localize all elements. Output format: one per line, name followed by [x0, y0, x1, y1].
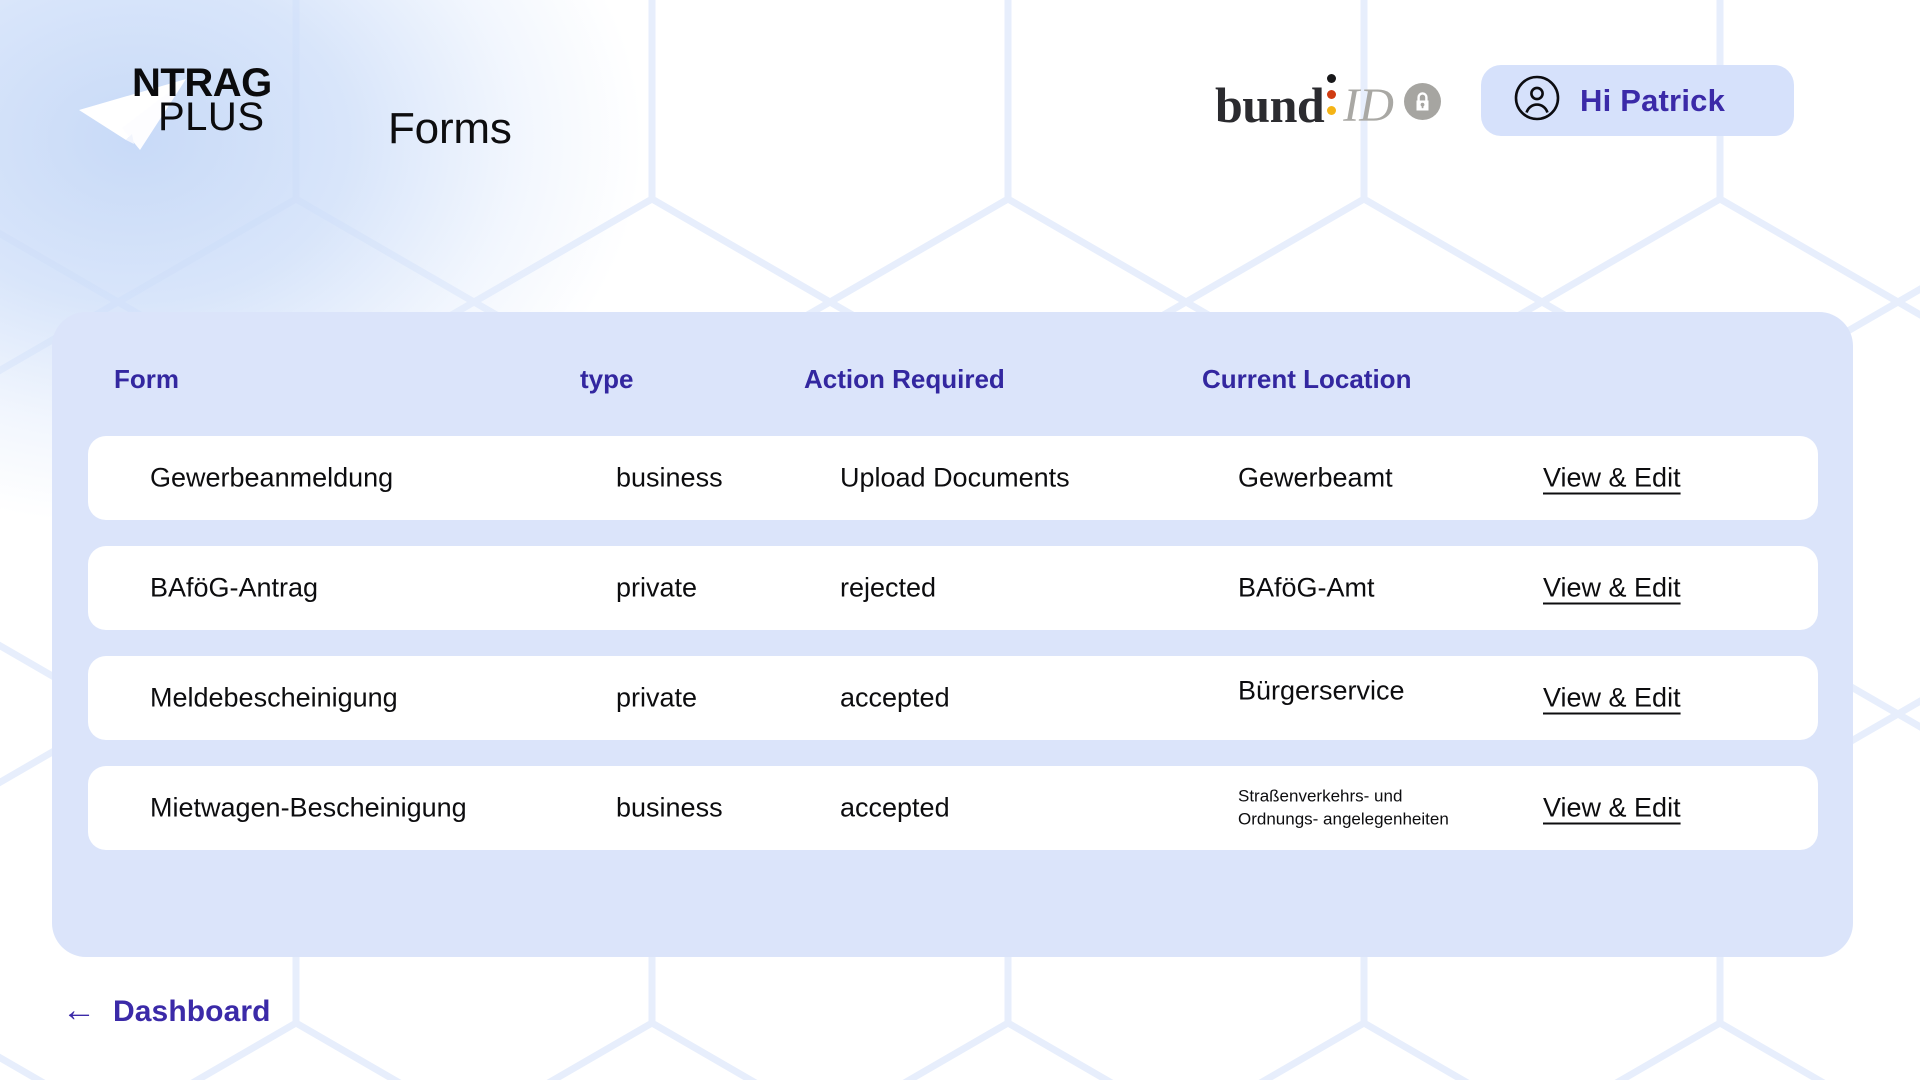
column-header-action-required: Action Required [804, 363, 1005, 394]
cell-action-required: accepted [840, 682, 950, 713]
user-greeting-button[interactable]: Hi Patrick [1481, 65, 1794, 136]
forms-table-card: Form type Action Required Current Locati… [52, 312, 1853, 957]
cell-type: business [616, 792, 723, 823]
cell-current-location: Gewerbeamt [1238, 462, 1393, 493]
brand-name-line2: PLUS [158, 95, 265, 139]
view-and-edit-link[interactable]: View & Edit [1543, 572, 1681, 603]
cell-form: Gewerbeanmeldung [150, 462, 394, 493]
cell-action-required: accepted [840, 792, 950, 823]
page-title: Forms [388, 104, 512, 153]
cell-current-location: Straßenverkehrs- und Ordnungs- angelegen… [1238, 786, 1449, 828]
bundid-word: bund [1215, 77, 1325, 133]
table-body: Gewerbeanmeldung business Upload Documen… [88, 436, 1818, 876]
cell-form: Meldebescheinigung [150, 682, 398, 713]
page-header: NTRAG PLUS Forms bund ID [0, 0, 1920, 200]
table-row: Mietwagen-Bescheinigung business accepte… [88, 766, 1818, 850]
lock-icon [1403, 83, 1441, 125]
table-row: BAföG-Antrag private rejected BAföG-Amt … [88, 546, 1818, 630]
view-and-edit-link[interactable]: View & Edit [1543, 792, 1681, 823]
cell-current-location: Bürgerservice [1238, 675, 1405, 706]
bundid-flag-dots [1327, 74, 1340, 128]
dashboard-back-label: Dashboard [113, 995, 271, 1028]
column-header-form: Form [114, 363, 179, 394]
cell-form: Mietwagen-Bescheinigung [150, 792, 467, 823]
cell-type: private [616, 572, 698, 603]
bundid-id-word: ID [1343, 79, 1394, 132]
arrow-left-icon: ← [62, 991, 96, 1029]
cell-action-required: Upload Documents [840, 462, 1070, 493]
table-row: Meldebescheinigung private accepted Bürg… [88, 656, 1818, 740]
cell-current-location: BAföG-Amt [1238, 572, 1375, 603]
table-header-row: Form type Action Required Current Locati… [52, 312, 1853, 446]
bundid-logo: bund ID [1215, 74, 1441, 130]
dashboard-back-link[interactable]: ← Dashboard [62, 991, 271, 1029]
cell-type: private [616, 682, 698, 713]
brand-logo[interactable]: NTRAG PLUS [74, 52, 324, 164]
view-and-edit-link[interactable]: View & Edit [1543, 682, 1681, 713]
view-and-edit-link[interactable]: View & Edit [1543, 462, 1681, 493]
cell-type: business [616, 462, 723, 493]
cell-action-required: rejected [840, 572, 937, 603]
column-header-current-location: Current Location [1202, 363, 1412, 394]
cell-form: BAföG-Antrag [150, 572, 319, 603]
user-greeting-label: Hi Patrick [1580, 82, 1726, 118]
user-circle-icon [1514, 75, 1560, 126]
column-header-type: type [580, 363, 634, 394]
table-row: Gewerbeanmeldung business Upload Documen… [88, 436, 1818, 520]
